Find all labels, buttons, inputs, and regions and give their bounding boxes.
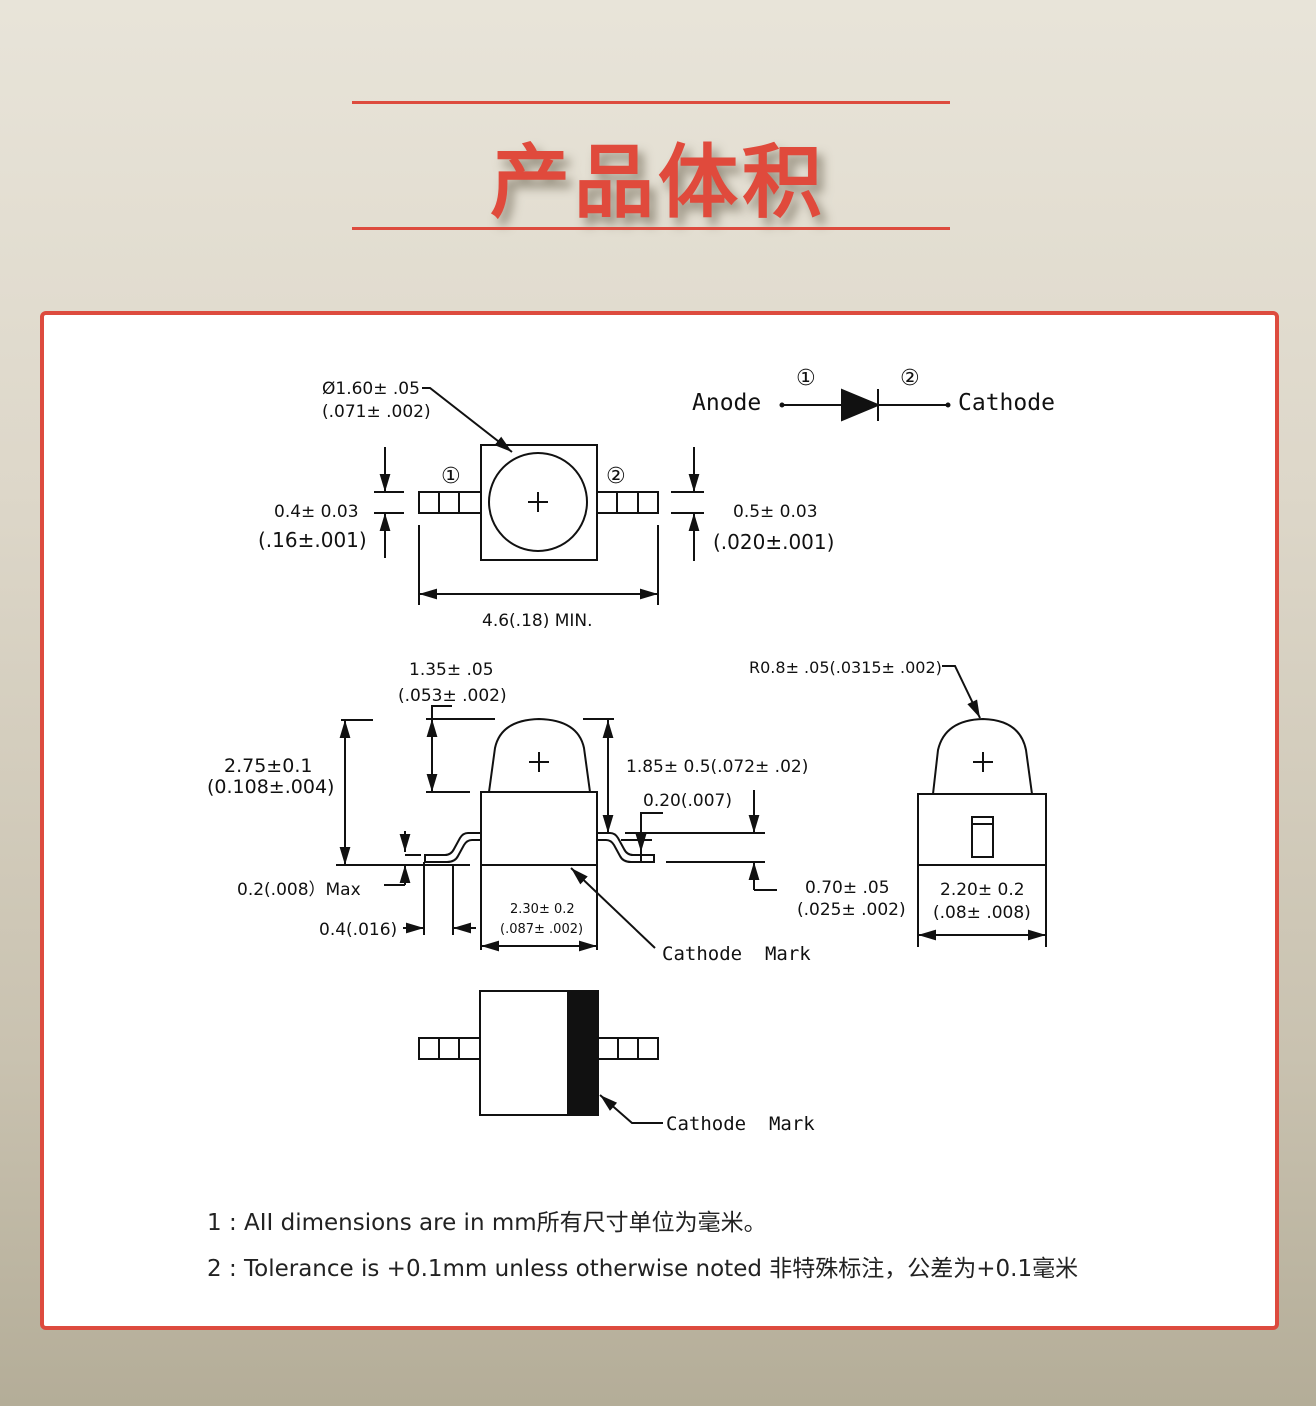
bottom-cathode-mark-label: Cathode Mark (666, 1113, 815, 1135)
bottom-view (418, 990, 663, 1124)
lens-radius-label: R0.8± .05(.0315± .002) (749, 658, 942, 677)
overall-length-label: 4.6(.18) MIN. (482, 611, 593, 631)
schematic-pin2-label: ② (900, 366, 920, 391)
lead-offset-inch-label: (.025± .002) (797, 900, 906, 920)
diode-schematic (779, 388, 951, 422)
end-view-dome (932, 717, 1033, 795)
lead-width-right-label: 0.5± 0.03 (733, 502, 818, 522)
cathode-window (971, 816, 994, 858)
title-rule-top (352, 101, 950, 104)
top-view (374, 387, 704, 605)
center-cross-icon (529, 752, 549, 772)
lead-thickness-label: 0.20(.007) (643, 791, 732, 811)
top-view-labels: Ø1.60± .05 (.071± .002) ① ② 0.4± 0.03 (.… (258, 379, 834, 631)
body-width-inch-label: (.087± .002) (500, 922, 583, 937)
diameter-leader (422, 387, 513, 453)
title-rule-bottom (352, 227, 950, 230)
drawing-panel (40, 311, 1279, 1330)
lead-foot-label: 0.4(.016) (319, 920, 397, 940)
standoff-label: 0.2(.008）Max (237, 880, 361, 900)
lens-height-label: 1.35± .05 (409, 660, 494, 680)
total-height-inch-label: (0.108±.004) (207, 776, 334, 798)
lead-left (418, 491, 482, 514)
total-height-label: 2.75±0.1 (224, 755, 312, 777)
note-units: 1 : AII dimensions are in mm所有尺寸单位为毫米。 (207, 1210, 767, 1236)
lead-left (418, 1037, 481, 1060)
end-view-labels: R0.8± .05(.0315± .002) 2.20± 0.2 (.08± .… (749, 658, 1031, 923)
pin2-label: ② (606, 464, 626, 489)
lens-diameter-inch-label: (.071± .002) (322, 402, 431, 422)
lead-width-left-label: 0.4± 0.03 (274, 502, 359, 522)
anode-label: Anode (692, 390, 761, 416)
page-title: 产品体积 (490, 136, 826, 229)
diode-symbol-icon (841, 388, 881, 422)
body-depth-inch-label: (.08± .008) (933, 903, 1031, 923)
cathode-label: Cathode (958, 390, 1055, 416)
side-view-dome (488, 717, 591, 793)
schematic-pin1-label: ① (796, 366, 816, 391)
lead-left-profile (424, 832, 481, 863)
schematic-labels: Anode Cathode ① ② (692, 366, 1055, 416)
end-view-body (917, 793, 1047, 866)
side-view-labels: 1.35± .05 (.053± .002) 2.75±0.1 (0.108±.… (207, 660, 906, 965)
body-to-lead-label: 1.85± 0.5(.072± .02) (626, 757, 808, 777)
body-width-label: 2.30± 0.2 (510, 902, 575, 917)
cathode-mark-band (567, 990, 599, 1116)
top-view-lens (488, 452, 588, 552)
pin1-label: ① (441, 464, 461, 489)
cathode-mark-label: Cathode Mark (662, 943, 811, 965)
center-cross-icon (528, 492, 548, 512)
lens-height-inch-label: (.053± .002) (398, 686, 507, 706)
lead-width-left-inch-label: (.16±.001) (258, 528, 367, 552)
side-view (336, 705, 777, 952)
lead-right-profile (597, 832, 655, 863)
lead-offset-label: 0.70± .05 (805, 878, 890, 898)
end-view (917, 665, 1047, 947)
note-tolerance: 2 : Tolerance is +0.1mm unless otherwise… (207, 1256, 1079, 1282)
side-view-body (480, 791, 598, 866)
radius-leader (942, 665, 981, 719)
lead-right (596, 491, 659, 514)
bottom-view-labels: Cathode Mark (666, 1113, 815, 1135)
lead-width-right-inch-label: (.020±.001) (713, 530, 834, 554)
center-cross-icon (973, 752, 993, 772)
lead-right (597, 1037, 659, 1060)
body-depth-label: 2.20± 0.2 (940, 880, 1025, 900)
cathode-mark-leader (599, 1094, 663, 1124)
lens-diameter-label: Ø1.60± .05 (322, 379, 420, 399)
